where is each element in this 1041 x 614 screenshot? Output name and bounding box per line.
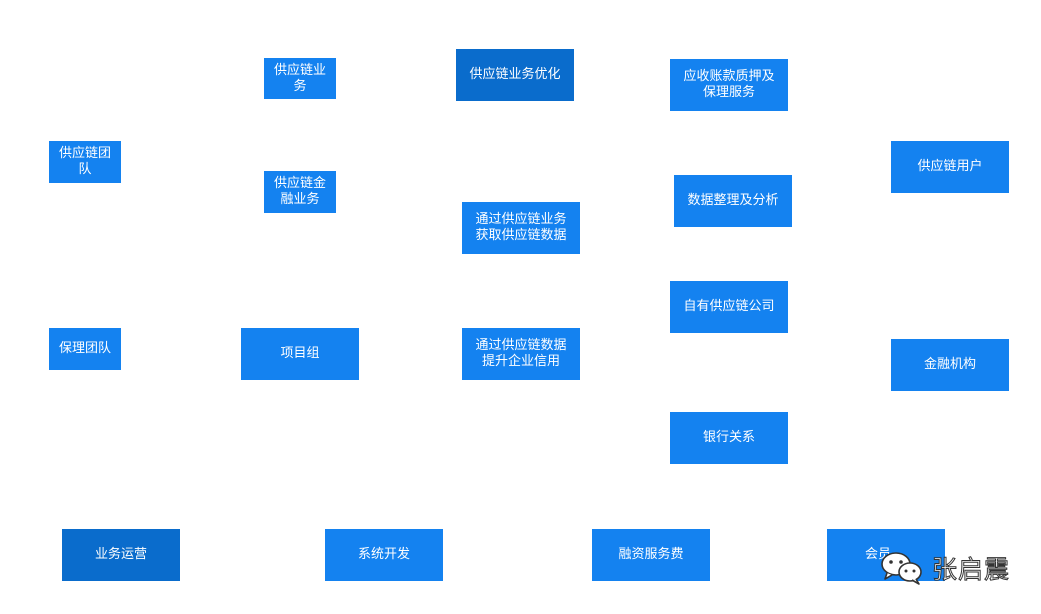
node-factoring-team: 保理团队	[49, 328, 121, 370]
node-receivables-pledge: 应收账款质押及 保理服务	[670, 59, 788, 111]
node-obtain-data: 通过供应链业务 获取供应链数据	[462, 202, 580, 254]
node-financial-institutions: 金融机构	[891, 339, 1009, 391]
node-project-group: 项目组	[241, 328, 359, 380]
node-system-development: 系统开发	[325, 529, 443, 581]
node-own-company: 自有供应链公司	[670, 281, 788, 333]
node-data-analysis: 数据整理及分析	[674, 175, 792, 227]
node-supply-chain-optimization: 供应链业务优化	[456, 49, 574, 101]
watermark-text: 张启震	[931, 555, 1011, 585]
wechat-icon	[881, 552, 922, 585]
node-supply-chain-team: 供应链团 队	[49, 141, 121, 183]
node-supply-chain-finance: 供应链金 融业务	[264, 171, 336, 213]
node-financing-service-fee: 融资服务费	[592, 529, 710, 581]
node-supply-chain-users: 供应链用户	[891, 141, 1009, 193]
node-improve-credit: 通过供应链数据 提升企业信用	[462, 328, 580, 380]
watermark: 张启震	[878, 548, 1010, 588]
node-supply-chain-business: 供应链业 务	[264, 58, 336, 99]
node-bank-relations: 银行关系	[670, 412, 788, 464]
node-business-operations: 业务运营	[62, 529, 180, 581]
